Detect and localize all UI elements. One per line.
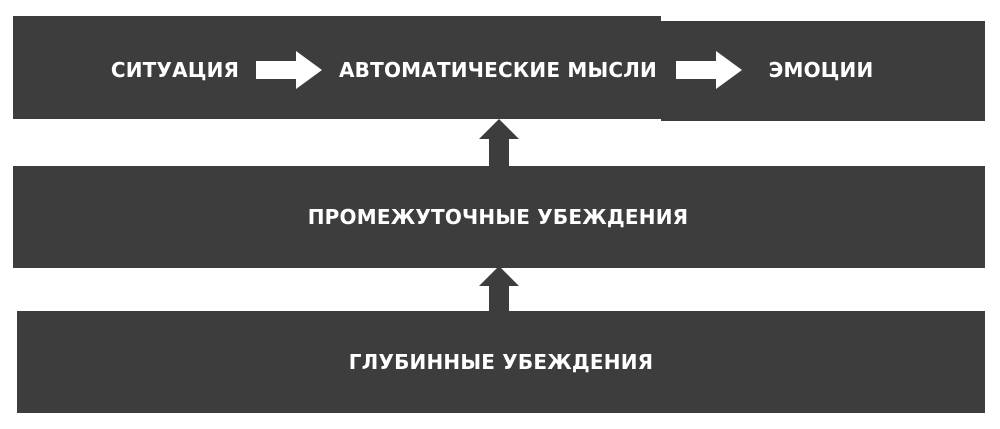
core-beliefs-box — [17, 311, 985, 413]
intermediate-beliefs-label: ПРОМЕЖУТОЧНЫЕ УБЕЖДЕНИЯ — [307, 205, 689, 229]
arrow-up-icon — [479, 119, 519, 166]
arrow-up-icon — [479, 266, 519, 313]
arrow-right-icon — [256, 51, 322, 89]
situation-label: СИТУАЦИЯ — [110, 58, 240, 82]
top-row-box — [13, 16, 661, 119]
core-beliefs-label: ГЛУБИННЫЕ УБЕЖДЕНИЯ — [348, 350, 654, 374]
automatic-thoughts-label: АВТОМАТИЧЕСКИЕ МЫСЛИ — [339, 58, 657, 82]
intermediate-beliefs-box — [13, 166, 985, 268]
emotions-label: ЭМОЦИИ — [768, 58, 874, 82]
arrow-right-icon — [676, 51, 742, 89]
